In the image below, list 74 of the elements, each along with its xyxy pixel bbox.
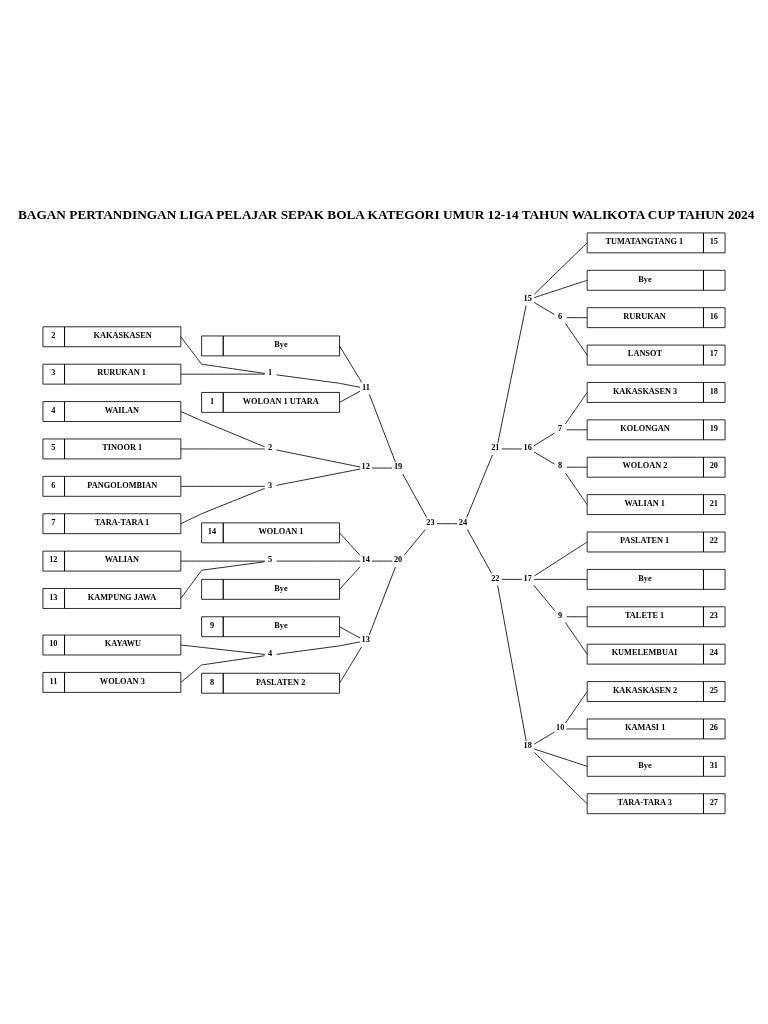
node-text: 24 bbox=[458, 517, 468, 527]
connector bbox=[533, 584, 556, 611]
node-text: 11 bbox=[361, 382, 370, 392]
node-text: 23 bbox=[426, 517, 435, 527]
connector bbox=[497, 304, 527, 443]
connector bbox=[566, 466, 588, 468]
node-text: 15 bbox=[523, 293, 532, 303]
connector bbox=[403, 528, 426, 556]
connector bbox=[566, 316, 588, 318]
connector bbox=[339, 531, 361, 556]
connector bbox=[565, 621, 588, 655]
connector bbox=[533, 748, 588, 767]
connector bbox=[339, 625, 361, 638]
diagram-title: BAGAN PERTANDINGAN LIGA PELAJAR SEPAK BOLA KATEGORI UMUR 12-14 TAHUN WALIKOTA CUP TAHUN 2024 bbox=[18, 206, 755, 222]
connector bbox=[533, 541, 588, 576]
node-text: 20 bbox=[393, 554, 403, 564]
connector bbox=[180, 644, 266, 655]
connector bbox=[180, 373, 266, 375]
connector bbox=[533, 432, 555, 446]
node-text: 4 bbox=[268, 648, 273, 658]
connector bbox=[565, 472, 588, 505]
connector bbox=[566, 615, 588, 617]
node-text: 19 bbox=[393, 461, 403, 471]
node-text: 22 bbox=[491, 573, 500, 583]
node-text: 2 bbox=[268, 442, 273, 452]
node-text: 8 bbox=[558, 460, 563, 470]
node-text: 13 bbox=[361, 634, 370, 644]
node-text: 18 bbox=[523, 740, 532, 750]
node-text: 10 bbox=[555, 722, 565, 732]
connector bbox=[467, 528, 492, 574]
connector bbox=[276, 640, 361, 655]
connector bbox=[501, 578, 523, 580]
node-text: 14 bbox=[361, 554, 370, 564]
connector bbox=[180, 560, 266, 599]
node-text: 5 bbox=[268, 554, 273, 564]
connector bbox=[402, 473, 428, 518]
connector bbox=[180, 560, 266, 562]
connector bbox=[276, 449, 361, 467]
node-text: 9 bbox=[558, 610, 563, 620]
connector bbox=[180, 410, 266, 447]
connector bbox=[368, 566, 396, 635]
node-text: 7 bbox=[558, 423, 563, 433]
connector bbox=[533, 241, 588, 295]
connector bbox=[565, 690, 588, 723]
connector bbox=[276, 468, 361, 486]
connector bbox=[368, 393, 396, 463]
connector bbox=[533, 751, 588, 804]
connector bbox=[180, 448, 266, 449]
connector bbox=[565, 322, 588, 355]
connector bbox=[339, 645, 363, 684]
node-text: 17 bbox=[523, 573, 532, 583]
connector bbox=[533, 731, 555, 745]
connector bbox=[565, 391, 588, 424]
connector bbox=[339, 565, 361, 590]
connector bbox=[533, 578, 588, 580]
node-text: 6 bbox=[558, 311, 563, 321]
connector bbox=[533, 301, 555, 315]
node-text: 3 bbox=[268, 480, 273, 490]
node-text: 21 bbox=[491, 442, 500, 452]
node-text: 12 bbox=[361, 461, 370, 471]
node-text: 1 bbox=[268, 367, 273, 377]
connector bbox=[180, 335, 266, 374]
node-text: 16 bbox=[523, 442, 532, 452]
connector bbox=[339, 390, 361, 403]
connector bbox=[497, 584, 527, 742]
connector bbox=[180, 487, 266, 524]
connector bbox=[436, 522, 458, 524]
connector bbox=[533, 279, 588, 298]
connector bbox=[466, 454, 493, 518]
connector bbox=[180, 485, 266, 487]
connector bbox=[533, 451, 555, 464]
connector bbox=[180, 654, 266, 683]
connector bbox=[339, 345, 363, 383]
connector bbox=[276, 373, 361, 388]
